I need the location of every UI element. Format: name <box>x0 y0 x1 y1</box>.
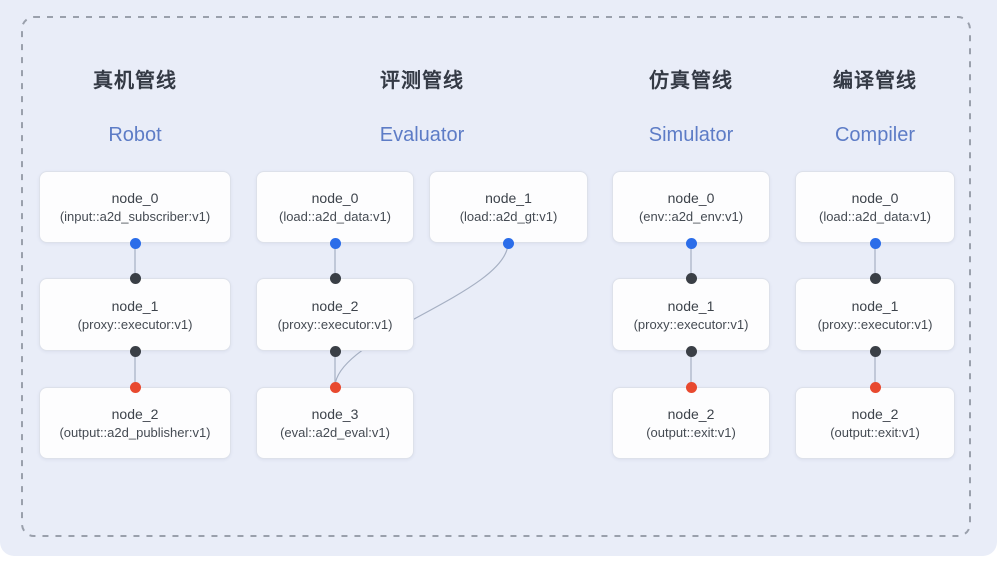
node-box-robot-node1: node_1 (proxy::executor:v1) <box>39 278 231 351</box>
source-port-dot-blue <box>685 237 697 249</box>
node-box-compiler-node2: node_2 (output::exit:v1) <box>795 387 955 459</box>
sink-port-dot-red <box>129 381 141 393</box>
node-box-simulator-node1: node_1 (proxy::executor:v1) <box>612 278 770 351</box>
input-port-dot-black <box>329 272 341 284</box>
pipeline-title-en-evaluator: Evaluator <box>379 124 465 146</box>
node-name: node_2 <box>667 406 715 422</box>
node-name: node_0 <box>851 190 899 206</box>
node-name: node_2 <box>311 297 359 314</box>
node-type: (proxy::executor:v1) <box>77 316 193 332</box>
node-box-evaluator-node0: node_0 (load::a2d_data:v1) <box>256 171 414 243</box>
node-name: node_0 <box>311 190 359 206</box>
node-type: (proxy::executor:v1) <box>817 316 933 332</box>
node-name: node_2 <box>851 406 899 422</box>
output-port-dot-black <box>685 345 697 357</box>
input-port-dot-black <box>685 272 697 284</box>
node-name: node_0 <box>667 190 715 206</box>
output-port-dot-black <box>129 345 141 357</box>
node-box-evaluator-node1: node_1 (load::a2d_gt:v1) <box>429 171 588 243</box>
pipeline-title-zh-simulator: 仿真管线 <box>649 70 733 92</box>
node-box-simulator-node0: node_0 (env::a2d_env:v1) <box>612 171 770 243</box>
node-type: (output::exit:v1) <box>830 425 920 440</box>
source-port-dot-blue <box>329 237 341 249</box>
output-port-dot-black <box>869 345 881 357</box>
node-name: node_3 <box>311 406 359 422</box>
node-type: (env::a2d_env:v1) <box>638 209 744 224</box>
source-port-dot-blue <box>502 237 514 249</box>
node-box-evaluator-node2: node_2 (proxy::executor:v1) <box>256 278 414 351</box>
input-port-dot-black <box>129 272 141 284</box>
sink-port-dot-red <box>685 381 697 393</box>
pipeline-title-en-simulator: Simulator <box>648 124 734 146</box>
sink-port-dot-red <box>329 381 341 393</box>
node-type: (input::a2d_subscriber:v1) <box>59 209 211 224</box>
node-name: node_1 <box>111 297 159 314</box>
input-port-dot-black <box>869 272 881 284</box>
node-box-compiler-node0: node_0 (load::a2d_data:v1) <box>795 171 955 243</box>
node-box-evaluator-node3: node_3 (eval::a2d_eval:v1) <box>256 387 414 459</box>
node-type: (proxy::executor:v1) <box>633 316 749 332</box>
node-box-robot-node2: node_2 (output::a2d_publisher:v1) <box>39 387 231 459</box>
pipeline-title-en-robot: Robot <box>108 124 162 146</box>
node-type: (proxy::executor:v1) <box>277 316 393 332</box>
node-type: (load::a2d_data:v1) <box>278 209 392 224</box>
node-type: (load::a2d_data:v1) <box>818 209 932 224</box>
pipeline-title-zh-robot: 真机管线 <box>93 70 177 92</box>
node-type: (output::a2d_publisher:v1) <box>59 425 211 440</box>
node-type: (eval::a2d_eval:v1) <box>280 425 390 440</box>
node-name: node_1 <box>485 190 532 206</box>
node-type: (load::a2d_gt:v1) <box>459 209 558 224</box>
output-port-dot-black <box>329 345 341 357</box>
node-type: (output::exit:v1) <box>646 425 736 440</box>
pipeline-title-en-compiler: Compiler <box>834 124 916 146</box>
node-name: node_1 <box>667 297 715 314</box>
node-name: node_2 <box>111 406 159 422</box>
pipeline-title-zh-compiler: 编译管线 <box>833 70 917 92</box>
node-box-compiler-node1: node_1 (proxy::executor:v1) <box>795 278 955 351</box>
node-box-robot-node0: node_0 (input::a2d_subscriber:v1) <box>39 171 231 243</box>
source-port-dot-blue <box>129 237 141 249</box>
node-box-simulator-node2: node_2 (output::exit:v1) <box>612 387 770 459</box>
node-name: node_0 <box>111 190 159 206</box>
source-port-dot-blue <box>869 237 881 249</box>
sink-port-dot-red <box>869 381 881 393</box>
node-name: node_1 <box>851 297 899 314</box>
pipeline-title-zh-evaluator: 评测管线 <box>380 70 464 92</box>
